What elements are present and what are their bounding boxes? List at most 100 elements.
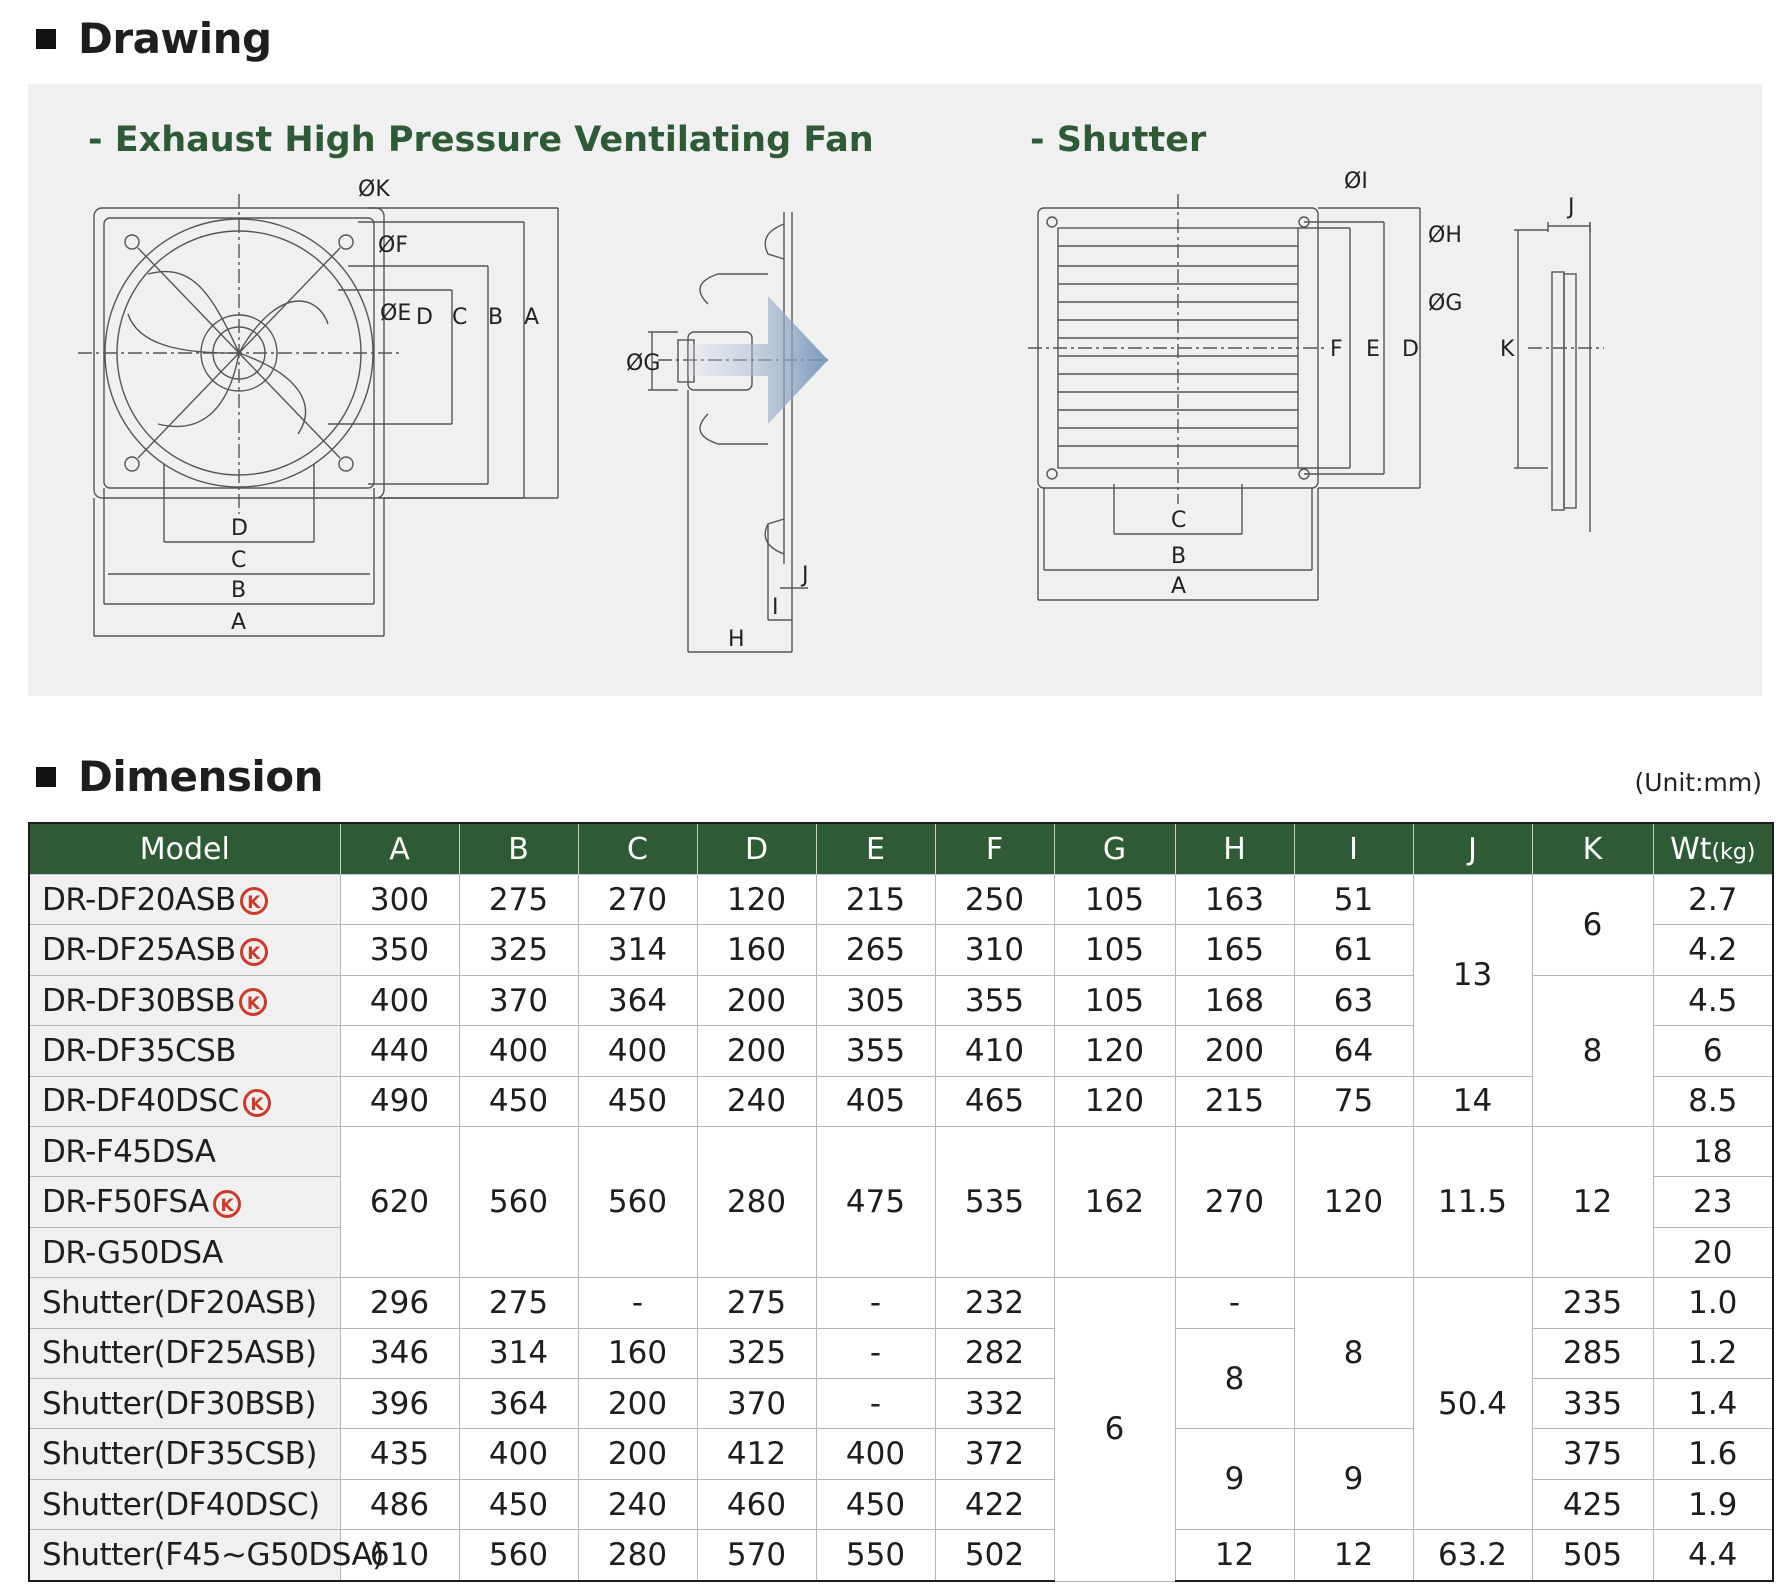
cell: 364	[458, 1378, 579, 1430]
label-d-shutter: D	[1402, 337, 1419, 362]
cell: 63	[1293, 974, 1414, 1027]
cell: 440	[339, 1025, 460, 1077]
cell: 163	[1174, 873, 1295, 926]
label-c-vertical: C	[452, 305, 467, 330]
model-name: Shutter(DF20ASB)	[42, 1284, 317, 1321]
label-d-vertical: D	[416, 305, 433, 330]
cell: 460	[696, 1478, 817, 1531]
cell: 105	[1053, 924, 1176, 976]
cell: 610	[339, 1529, 460, 1583]
cell: 215	[1174, 1075, 1295, 1128]
model-name: DR-DF40DSC	[42, 1083, 239, 1120]
cell: 355	[934, 974, 1055, 1027]
cell: 160	[577, 1327, 698, 1380]
model-name: DR-DF35CSB	[42, 1032, 237, 1069]
cell: 200	[577, 1428, 698, 1480]
cell: 400	[815, 1428, 936, 1480]
cell: 450	[458, 1478, 579, 1531]
label-h: H	[728, 627, 745, 652]
technical-drawing: ØK ØF ØE D C B A D C B A ØG J I H	[78, 169, 1604, 653]
col-header: H	[1174, 822, 1295, 875]
cell: 400	[339, 974, 460, 1027]
cell: 50.4	[1412, 1277, 1533, 1531]
cell: 270	[577, 873, 698, 926]
cell: 280	[577, 1529, 698, 1583]
col-header: Model	[28, 822, 341, 875]
cell: 300	[339, 873, 460, 926]
cell: 422	[934, 1478, 1055, 1531]
col-header: D	[696, 822, 817, 875]
col-header: F	[934, 822, 1055, 875]
kc-mark-icon: K	[239, 988, 268, 1017]
cell: 325	[458, 924, 579, 976]
label-phi-g-shutter: ØG	[1428, 291, 1462, 316]
model-cell: Shutter(DF35CSB)	[28, 1428, 341, 1480]
cell: 12	[1174, 1529, 1295, 1583]
cell: 63.2	[1412, 1529, 1533, 1583]
table-row: Shutter(F45~G50DSA) 610 560 280 570 550 …	[28, 1529, 1774, 1583]
cell: 280	[696, 1126, 817, 1279]
cell: 270	[1174, 1126, 1295, 1279]
col-header: A	[339, 822, 460, 875]
cell: -	[815, 1327, 936, 1380]
cell: 1.2	[1652, 1327, 1774, 1380]
model-name: DR-DF25ASB	[42, 932, 236, 969]
cell: 162	[1053, 1126, 1176, 1279]
model-cell: Shutter(F45~G50DSA)	[28, 1529, 384, 1583]
square-bullet-icon	[36, 28, 56, 49]
model-cell: Shutter(DF40DSC)	[28, 1478, 341, 1531]
dimension-section-heading: Dimension	[36, 752, 324, 801]
cell: 250	[934, 873, 1055, 926]
model-name: Shutter(DF25ASB)	[42, 1335, 317, 1372]
label-phi-h: ØH	[1428, 223, 1462, 248]
cell: 465	[934, 1075, 1055, 1128]
cell: 560	[458, 1529, 579, 1583]
table-row: DR-F45DSA 620 560 560 280 475 535 162 27…	[28, 1126, 1774, 1279]
cell: 1.0	[1652, 1277, 1774, 1329]
cell: 105	[1053, 974, 1176, 1027]
cell: 235	[1531, 1277, 1654, 1329]
cell: 20	[1652, 1226, 1774, 1279]
table-header-row: Model A B C D E F G H I J K Wt(kg)	[28, 822, 1774, 875]
cell: 364	[577, 974, 698, 1027]
cell: 12	[1293, 1529, 1414, 1583]
cell: 332	[934, 1378, 1055, 1430]
fan-front-view	[78, 194, 559, 637]
cell: 240	[577, 1478, 698, 1531]
cell: 275	[696, 1277, 817, 1329]
cell: 275	[458, 1277, 579, 1329]
unit-label: (Unit:mm)	[1634, 768, 1762, 797]
model-name: Shutter(DF30BSB)	[42, 1385, 317, 1422]
model-name: Shutter(DF40DSC)	[42, 1486, 320, 1523]
cell: -	[577, 1277, 698, 1329]
model-name: DR-F45DSA	[42, 1133, 216, 1170]
label-a-vertical: A	[524, 305, 539, 330]
cell: 405	[815, 1075, 936, 1128]
cell: 282	[934, 1327, 1055, 1380]
table-row: Shutter(DF25ASB) 346 314 160 325 - 282 8…	[28, 1327, 1774, 1430]
wt-label: Wt	[1670, 831, 1712, 867]
cell: 8	[1293, 1277, 1414, 1430]
shutter-side-labels: J K	[1500, 195, 1575, 362]
model-name: DR-DF20ASB	[42, 881, 236, 918]
label-k: K	[1500, 337, 1515, 362]
cell: 4.5	[1652, 974, 1774, 1027]
cell: 346	[339, 1327, 460, 1380]
cell: 335	[1531, 1378, 1654, 1430]
model-name: DR-F50FSA	[42, 1184, 209, 1221]
fan-front-labels: ØK ØF ØE D C B A D C B A	[231, 177, 539, 635]
table-row: Shutter(DF35CSB) 435 400 200 412 400 372…	[28, 1428, 1774, 1531]
cell: 505	[1531, 1529, 1654, 1583]
cell: 502	[934, 1529, 1055, 1583]
cell: 75	[1293, 1075, 1414, 1128]
cell: 475	[815, 1126, 936, 1279]
col-header: B	[458, 822, 579, 875]
drawing-section-heading: Drawing	[36, 14, 272, 63]
fan-side-labels: ØG J I H	[626, 351, 809, 652]
label-j: J	[800, 563, 809, 588]
fan-side-view	[648, 212, 828, 653]
